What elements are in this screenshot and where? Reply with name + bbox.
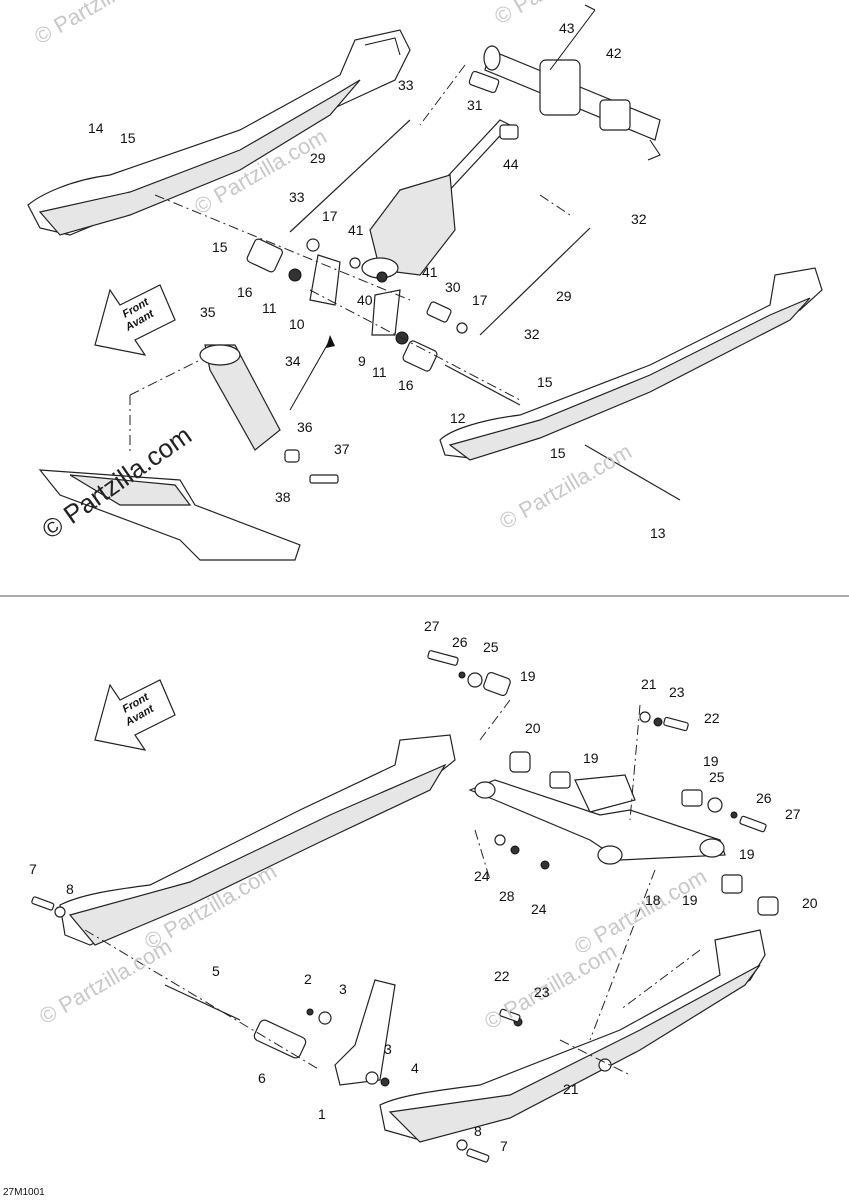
part-callout-19: 19	[682, 892, 698, 908]
front-direction-arrow-lower: Front Avant	[94, 679, 176, 751]
part-callout-26: 26	[452, 634, 468, 650]
part-callout-15: 15	[212, 239, 228, 255]
part-callout-16: 16	[237, 284, 253, 300]
part-callout-41: 41	[348, 222, 364, 238]
watermark: © Partzilla.com	[35, 934, 176, 1030]
part-callout-19: 19	[703, 753, 719, 769]
part-callout-3: 3	[339, 981, 347, 997]
part-callout-35: 35	[200, 304, 216, 320]
part-callout-29: 29	[310, 150, 326, 166]
part-callout-15: 15	[120, 130, 136, 146]
part-callout-9: 9	[358, 353, 366, 369]
part-callout-17: 17	[472, 292, 488, 308]
part-callout-18: 18	[645, 892, 661, 908]
lower-assembly	[31, 650, 779, 1163]
part-callout-34: 34	[285, 353, 301, 369]
part-callout-27: 27	[424, 618, 440, 634]
part-callout-21: 21	[563, 1081, 579, 1097]
watermark: © Partzilla.com	[480, 939, 621, 1035]
left-rail-upper	[27, 29, 411, 236]
right-rail-upper	[439, 267, 823, 461]
part-callout-28: 28	[499, 888, 515, 904]
part-callout-44: 44	[503, 156, 519, 172]
part-callout-26: 26	[756, 790, 772, 806]
part-callout-25: 25	[709, 769, 725, 785]
lower-spacers	[31, 650, 779, 1163]
part-callout-3: 3	[384, 1041, 392, 1057]
part-callout-43: 43	[559, 20, 575, 36]
part-callout-4: 4	[411, 1060, 419, 1076]
part-callout-22: 22	[494, 968, 510, 984]
part-callout-27: 27	[785, 806, 801, 822]
watermark: © Partzilla.com	[30, 0, 171, 49]
part-callout-29: 29	[556, 288, 572, 304]
part-callout-19: 19	[583, 750, 599, 766]
part-callout-20: 20	[802, 895, 818, 911]
mount-bracket	[334, 979, 396, 1086]
upper-assembly	[27, 4, 823, 561]
part-callout-23: 23	[534, 984, 550, 1000]
part-callout-7: 7	[29, 861, 37, 877]
part-callout-19: 19	[739, 846, 755, 862]
part-callout-32: 32	[631, 211, 647, 227]
part-callout-24: 24	[531, 901, 547, 917]
part-callout-22: 22	[704, 710, 720, 726]
part-callout-14: 14	[88, 120, 104, 136]
upper-callouts: 14 15 33 31 43 42 44 29 33 17 41 32 15 16 11 41 40 30 17 29…	[88, 20, 666, 541]
part-callout-8: 8	[474, 1123, 482, 1139]
figure-code: 27M1001	[3, 1187, 45, 1198]
part-callout-5: 5	[212, 963, 220, 979]
part-callout-11: 11	[372, 364, 387, 380]
part-callout-16: 16	[398, 377, 414, 393]
part-callout-42: 42	[606, 45, 622, 61]
part-callout-24: 24	[474, 868, 490, 884]
part-callout-30: 30	[445, 279, 461, 295]
watermark: © Partzilla.com	[570, 864, 711, 960]
part-callout-17: 17	[322, 208, 338, 224]
spacers-upper	[246, 70, 519, 372]
part-callout-33: 33	[289, 189, 305, 205]
part-callout-15: 15	[550, 445, 566, 461]
part-callout-12: 12	[450, 410, 466, 426]
part-callout-31: 31	[467, 97, 483, 113]
part-callout-11: 11	[262, 300, 277, 316]
part-callout-21: 21	[641, 676, 657, 692]
part-callout-40: 40	[357, 292, 373, 308]
front-direction-arrow-upper: Front Avant	[94, 284, 176, 356]
rear-arm-shaft	[483, 45, 661, 161]
part-callout-8: 8	[66, 881, 74, 897]
part-callout-6: 6	[258, 1070, 266, 1086]
part-callout-2: 2	[304, 971, 312, 987]
part-callout-1: 1	[318, 1106, 326, 1122]
part-callout-38: 38	[275, 489, 291, 505]
part-callout-10: 10	[289, 316, 305, 332]
part-callout-25: 25	[483, 639, 499, 655]
center-shock	[361, 119, 511, 279]
front-shock-assembly	[38, 344, 339, 561]
part-callout-36: 36	[297, 419, 313, 435]
part-callout-20: 20	[525, 720, 541, 736]
part-callout-37: 37	[334, 441, 350, 457]
part-callout-41: 41	[422, 264, 438, 280]
part-callout-33: 33	[398, 77, 414, 93]
part-callout-32: 32	[524, 326, 540, 342]
part-callout-23: 23	[669, 684, 685, 700]
part-callout-15: 15	[537, 374, 553, 390]
part-callout-19: 19	[520, 668, 536, 684]
part-callout-7: 7	[500, 1138, 508, 1154]
part-callout-13: 13	[650, 525, 666, 541]
